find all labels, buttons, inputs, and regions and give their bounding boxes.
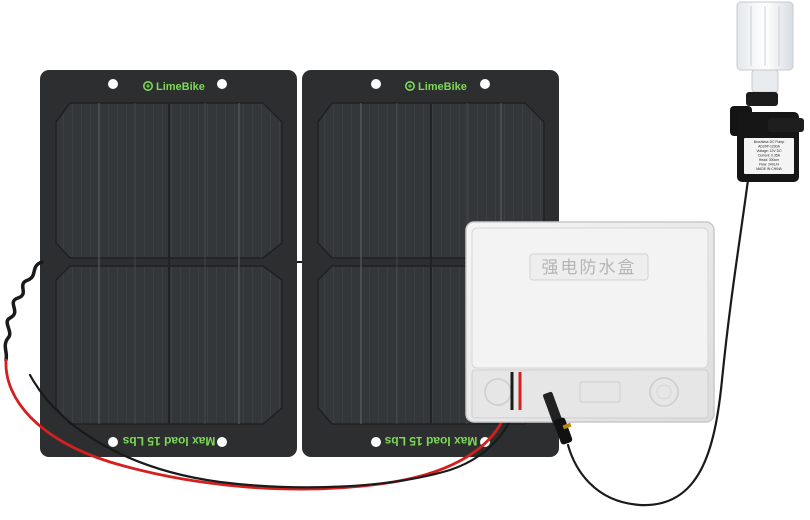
mount-hole-icon [371,437,381,447]
mount-hole-icon [217,437,227,447]
svg-text:MADE IN CHINA: MADE IN CHINA [756,167,782,171]
svg-text:Current: 0.35A: Current: 0.35A [758,154,781,158]
pump-sticker [744,138,794,174]
capacity-label-group: Max load 15 Lbs [384,434,477,448]
limebike-logo: LimeBike [404,81,467,93]
waterproof-junction-box: 强电防水盒 [465,221,715,423]
limebike-logo: LimeBike [143,81,205,93]
red-cable [4,358,514,491]
pump-outlet-icon [768,118,804,132]
knockout-icon [649,377,679,407]
junction-box-label: 强电防水盒 [542,258,637,278]
limebike-logo-icon [404,81,415,92]
mount-hole-icon [108,79,118,89]
mount-hole-icon [108,437,118,447]
pump-sticker-text: Brushless DC Pump AD20P-1230A Voltage: 1… [754,140,785,171]
panel-capacity-label: Max load 15 Lbs [122,434,215,448]
black-cable-upper [28,373,524,489]
svg-text:Flow: 240L/H: Flow: 240L/H [759,163,780,167]
pump-cable [566,178,750,507]
limebike-logo-icon [143,81,154,92]
mount-hole-icon [371,79,381,89]
panel-brand-label: LimeBike [418,81,467,93]
svg-text:AD20P-1230A: AD20P-1230A [758,145,780,149]
coiled-cable [3,260,44,362]
panel-capacity-label: Max load 15 Lbs [384,434,477,448]
water-pump: Brushless DC Pump AD20P-1230A Voltage: 1… [730,1,804,182]
svg-text:Voltage: 12V DC: Voltage: 12V DC [756,149,782,153]
dc-connector [543,391,573,445]
svg-text:Head: 300cm: Head: 300cm [759,158,779,162]
mount-hole-icon [217,79,227,89]
solar-panel-left: LimeBike Max load 15 Lbs [40,70,297,457]
mount-hole-icon [480,79,490,89]
svg-text:Brushless DC Pump: Brushless DC Pump [754,140,785,144]
capacity-label-group: Max load 15 Lbs [122,434,215,448]
panel-brand-label: LimeBike [156,81,205,93]
